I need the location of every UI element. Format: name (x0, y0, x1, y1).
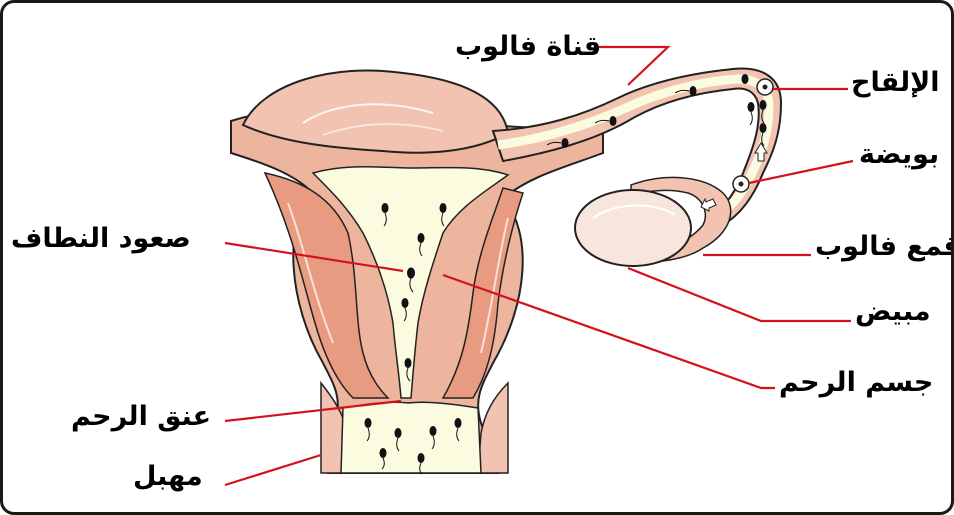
label-fimbriae: قمع فالوب (815, 233, 954, 260)
leader-vagina (225, 455, 321, 485)
label-ovary: مبيض (855, 298, 931, 325)
label-uterus-body: جسم الرحم (779, 369, 933, 396)
vagina-canal (341, 402, 481, 473)
label-sperm-ascent: صعود النطاف (11, 225, 191, 252)
label-ovum: بويضة (859, 141, 939, 168)
label-vagina: مهبل (133, 463, 203, 490)
label-fertilization: الإلقاح (851, 69, 940, 96)
leader-ovary (628, 268, 851, 321)
leader-fallopian (598, 47, 668, 85)
reproductive-system-illustration (3, 3, 954, 515)
ovum-fertilized (757, 79, 773, 95)
label-cervix: عنق الرحم (71, 403, 211, 430)
ovary-shape (575, 190, 691, 266)
ovum-traveling (733, 176, 749, 192)
label-fallopian-tube: قناة فالوب (455, 33, 601, 60)
